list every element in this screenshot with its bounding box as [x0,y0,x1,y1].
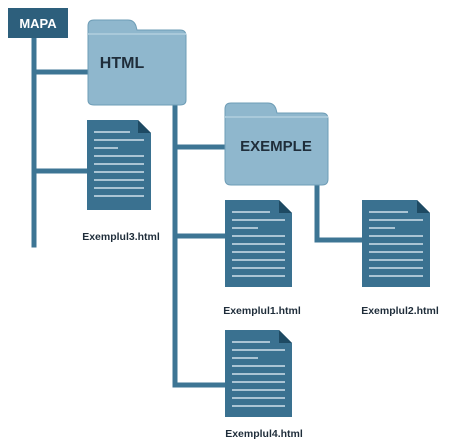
root-box [8,8,68,38]
folder-icon [224,102,329,186]
file-exemplul3: Exemplul3.html [82,120,160,243]
file-exemplul1: Exemplul1.html [223,200,301,317]
folder-exemple: EXEMPLE [224,102,329,186]
file-exemplul3-label: Exemplul3.html [82,231,160,243]
file-corner-fold [279,200,292,213]
folder-icon [87,19,187,106]
file-exemplul2: Exemplul2.html [361,200,439,317]
file-corner-fold [417,200,430,213]
folder-html: HTML [87,19,187,106]
file-exemplul1-label: Exemplul1.html [223,305,301,317]
file-text-lines [369,211,423,277]
file-exemplul4: Exemplul4.html [225,330,303,440]
file-corner-fold [138,120,151,133]
tree-connectors [31,35,365,388]
folder-html-label: HTML [100,55,145,72]
folder-exemple-label: EXEMPLE [240,138,312,155]
file-corner-fold [279,330,292,343]
file-text-lines [232,341,285,407]
file-exemplul2-label: Exemplul2.html [361,305,439,317]
root-label: MAPA [19,16,57,31]
file-exemplul4-label: Exemplul4.html [225,428,303,440]
file-text-lines [94,131,144,197]
file-text-lines [232,211,285,277]
root-node-mapa: MAPA [8,8,68,38]
